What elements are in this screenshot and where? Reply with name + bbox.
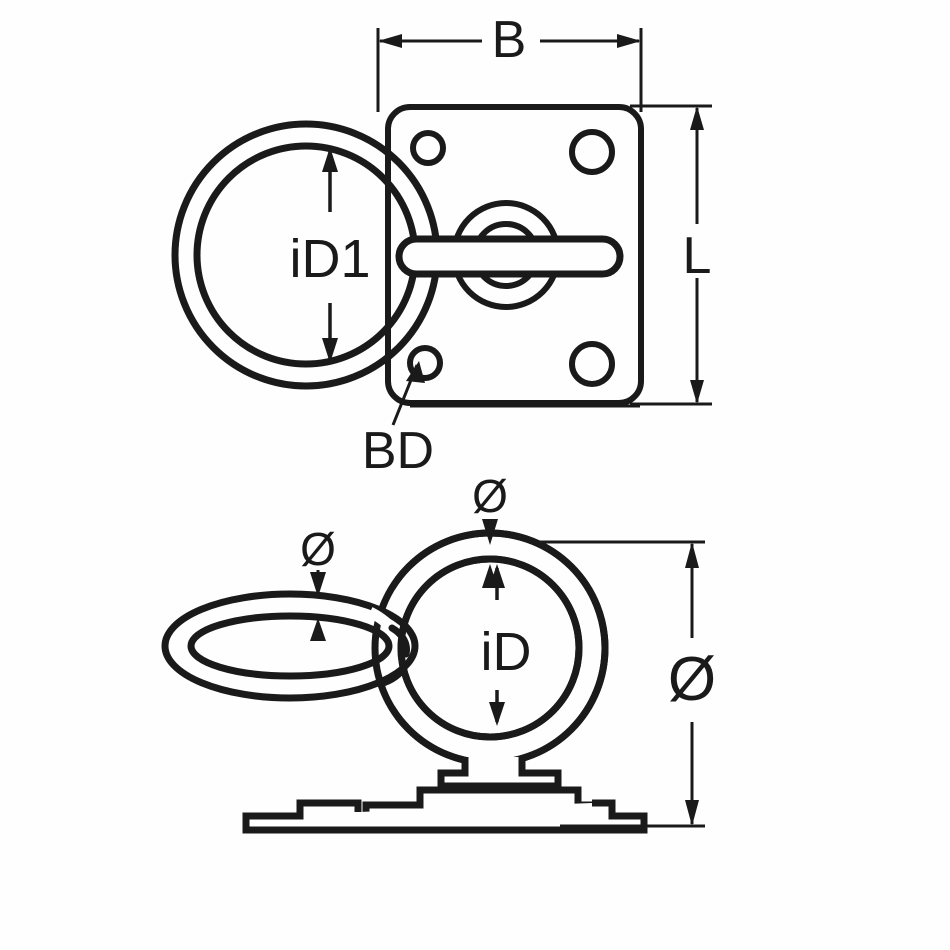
dim-id-arrow-bottom [489, 702, 505, 726]
lug-top [410, 130, 446, 166]
dim-id1-arrow-top [322, 147, 338, 172]
dim-l-label: L [683, 227, 712, 285]
dim-dia-left-label: Ø [300, 523, 336, 575]
left-ring-through-arc-top [388, 624, 410, 658]
dim-id-label: iD [481, 622, 532, 682]
dimension-l: L [630, 104, 712, 406]
dim-dia-left-arrow-top [310, 572, 326, 597]
left-ring [161, 590, 419, 702]
dim-dia-overall-arrow-bottom [685, 800, 699, 826]
dim-b-label: B [492, 11, 527, 69]
dimension-dia-overall: Ø [530, 540, 716, 828]
dim-bd-label: BD [362, 422, 434, 480]
base-plate-flange [242, 799, 648, 834]
dimension-dia-left: Ø [300, 523, 336, 641]
left-ring-outer [161, 590, 419, 702]
dim-l-arrow-top [690, 106, 704, 130]
pin-bar [395, 235, 624, 278]
dim-id-arrow-top [489, 564, 505, 588]
left-ring-through-arc-bottom [376, 662, 408, 688]
dimension-id1: iD1 [289, 147, 371, 363]
pin-bar-shape [395, 235, 624, 278]
left-ring-inner [187, 612, 393, 680]
dim-id1-arrow-bottom [322, 338, 338, 363]
dimension-bd: BD [362, 361, 640, 480]
bottom-view-group: Ø Ø iD [161, 470, 716, 834]
right-ring-inner-front [397, 555, 583, 741]
dim-dia-right-label: Ø [472, 470, 508, 522]
dimension-id: iD [481, 564, 532, 726]
base-plate-boss [437, 757, 562, 790]
dim-id1-label: iD1 [289, 229, 370, 289]
left-ring-front-arcs [376, 624, 410, 688]
dimension-b: B [376, 11, 643, 112]
dimension-dia-right: Ø [472, 470, 508, 588]
mounting-hole-top-right [569, 129, 615, 175]
top-view-group: B L [171, 11, 712, 480]
dim-bd-arrow [406, 361, 425, 383]
dim-b-arrow-left [378, 34, 402, 48]
mounting-hole-bottom-right [569, 341, 615, 387]
base-plate [242, 757, 648, 834]
dim-dia-overall-arrow-top [685, 542, 699, 568]
dim-dia-left-arrow-bottom [310, 618, 326, 641]
dim-dia-overall-label: Ø [668, 645, 716, 714]
dim-l-arrow-bottom [690, 380, 704, 404]
dim-b-arrow-right [617, 34, 641, 48]
dim-dia-right-arrow-top [482, 519, 498, 545]
